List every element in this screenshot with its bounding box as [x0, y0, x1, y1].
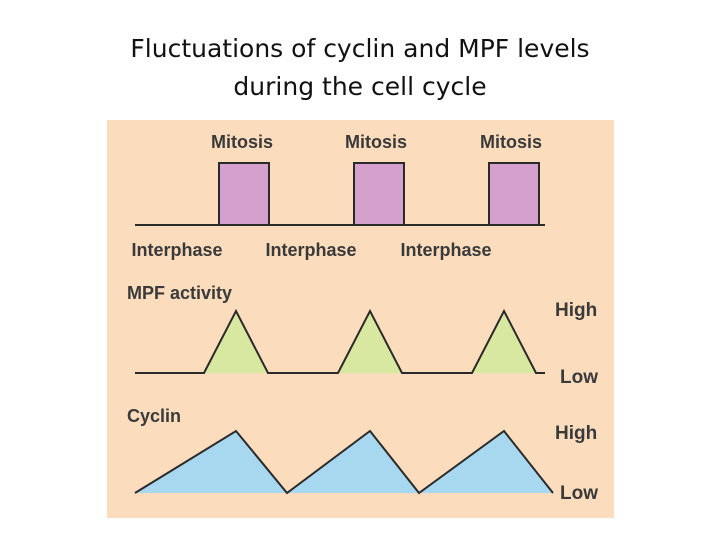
mitosis-block-1: [218, 162, 270, 226]
cyclin-low-label: Low: [560, 483, 598, 504]
cyclin-wave-2: [287, 431, 419, 493]
interphase-label-3: Interphase: [400, 240, 491, 260]
mitosis-block-3: [488, 162, 540, 226]
mpf-activity-title: MPF activity: [127, 283, 232, 303]
mitosis-label-1: Mitosis: [211, 132, 273, 152]
title-line-1: Fluctuations of cyclin and MPF levels: [130, 34, 590, 63]
mpf-peak-3: [472, 311, 536, 373]
mpf-high-label: High: [555, 300, 597, 321]
mitosis-label-2: Mitosis: [345, 132, 407, 152]
cyclin-wave-3: [419, 431, 553, 493]
cyclin-line: [134, 429, 554, 495]
cyclin-wave-1: [135, 431, 287, 493]
cyclin-high-label: High: [555, 423, 597, 444]
interphase-label-1: Interphase: [131, 240, 222, 260]
mitosis-block-2: [353, 162, 405, 226]
cyclin-title: Cyclin: [127, 406, 181, 426]
title-line-2: during the cell cycle: [233, 72, 487, 101]
mpf-activity-line: [135, 308, 545, 374]
interphase-label-2: Interphase: [265, 240, 356, 260]
mpf-peak-2: [338, 311, 402, 373]
mpf-low-label: Low: [560, 367, 598, 388]
mitosis-label-3: Mitosis: [480, 132, 542, 152]
slide-title: Fluctuations of cyclin and MPF levels du…: [0, 30, 720, 106]
mpf-peak-1: [204, 311, 268, 373]
cell-cycle-diagram: Mitosis Mitosis Mitosis Interphase Inter…: [107, 120, 614, 518]
